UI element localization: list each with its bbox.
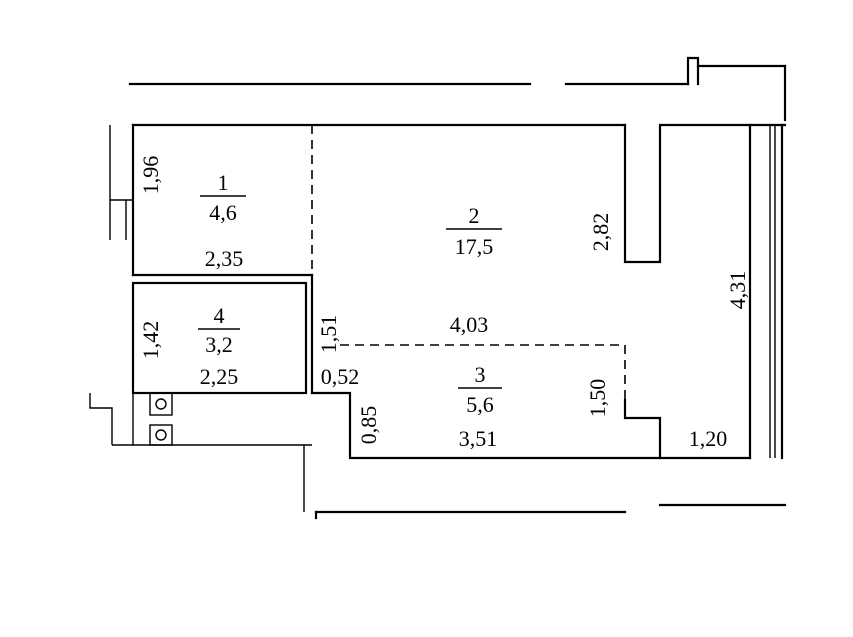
room-label-3: 3 5,6 [458,362,502,417]
dim-1-51: 1,51 [316,315,341,354]
dim-2-82: 2,82 [588,213,613,252]
dimension-labels: 1,96 2,35 2,82 4,31 1,42 2,25 1,51 4,03 … [138,156,750,451]
svg-text:1: 1 [218,170,229,195]
dim-1-50: 1,50 [585,379,610,418]
dim-3-51: 3,51 [459,426,498,451]
walls [89,56,787,520]
dim-2-35: 2,35 [205,246,244,271]
dim-1-96: 1,96 [138,156,163,195]
svg-text:3,2: 3,2 [205,332,233,357]
dim-1-20: 1,20 [689,426,728,451]
svg-text:17,5: 17,5 [455,234,494,259]
dim-0-52: 0,52 [321,364,360,389]
svg-text:2: 2 [469,203,480,228]
dim-0-85: 0,85 [356,406,381,445]
room-label-4: 4 3,2 [198,303,240,357]
dim-4-31: 4,31 [725,271,750,310]
dim-1-42: 1,42 [138,321,163,360]
room-label-2: 2 17,5 [446,203,502,259]
svg-text:5,6: 5,6 [466,392,494,417]
room-boundaries-dashed [311,125,626,400]
svg-text:4: 4 [214,303,225,328]
room-label-1: 1 4,6 [200,170,246,225]
svg-text:4,6: 4,6 [209,200,237,225]
dim-2-25: 2,25 [200,364,239,389]
svg-text:3: 3 [475,362,486,387]
dim-4-03: 4,03 [450,312,489,337]
